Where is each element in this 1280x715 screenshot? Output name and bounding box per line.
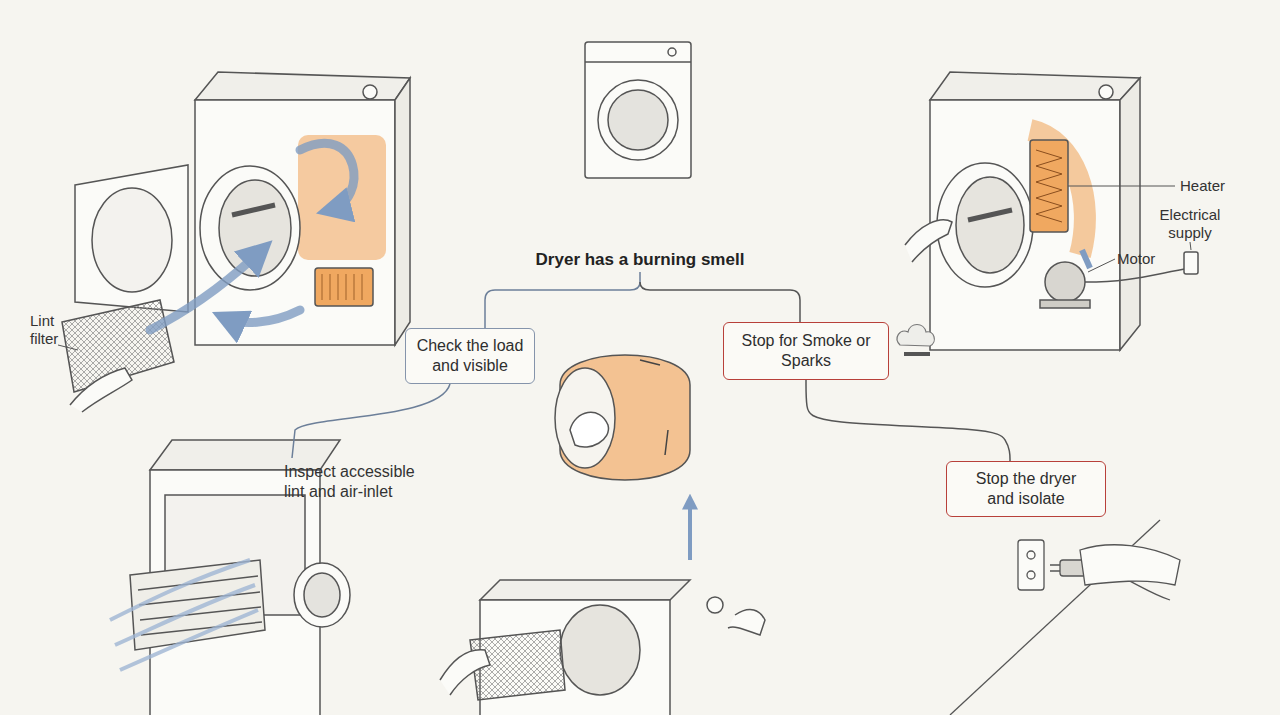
airflow-arrow (225, 310, 300, 323)
socket (1027, 571, 1035, 579)
plug-prongs (1050, 565, 1060, 571)
heater-fins (322, 274, 362, 300)
cabinet-front (930, 100, 1120, 350)
motor (1045, 262, 1085, 302)
cabinet-top (480, 580, 690, 600)
open-door (75, 165, 188, 312)
diagram-title: Dryer has a burning smell (440, 250, 840, 270)
door-opening (200, 166, 300, 290)
airflow-line (110, 560, 250, 620)
airflow-line (115, 585, 255, 645)
airflow-arrow (1082, 250, 1090, 268)
leader-line (1190, 242, 1191, 250)
cabinet-top (930, 72, 1140, 100)
branch-line (485, 272, 640, 328)
unplug-scene (950, 520, 1180, 715)
airflow-arrows (150, 143, 354, 330)
drum-baffle (232, 205, 275, 215)
smoke-icon (897, 325, 934, 357)
leader-line (1068, 186, 1175, 187)
node-text: Stop the dryer and isolate (966, 469, 1086, 509)
drum-baffle (968, 210, 1012, 220)
hand (905, 220, 952, 262)
branch-line (292, 384, 450, 458)
dryer-front-icon (585, 42, 691, 178)
control-knob (668, 48, 676, 56)
heater-coil (1036, 150, 1062, 222)
wall-outlet (1018, 540, 1044, 590)
airflow-arrow (688, 500, 692, 560)
step-note: Inspect accessible lint and air-inlet (284, 462, 434, 502)
airflow-line (120, 610, 258, 670)
wall-outlet (1184, 252, 1198, 274)
hot-air-zone (298, 135, 386, 260)
check-box: Check the load and visible (405, 328, 535, 384)
cabinet-top (195, 72, 410, 100)
control-knob (707, 597, 723, 613)
leader-line (1088, 259, 1115, 272)
heater-element (1030, 140, 1068, 232)
drum-check (440, 355, 765, 715)
hand (440, 650, 490, 695)
drum (956, 177, 1024, 273)
motor-mount (1040, 300, 1090, 308)
hand (728, 610, 765, 635)
connector-line (806, 380, 1010, 461)
warning-box: Stop the dryer and isolate (946, 461, 1106, 517)
cabinet-front (195, 100, 395, 345)
burner-bar (904, 352, 930, 356)
duct-opening (304, 573, 340, 617)
vent-inlet (130, 440, 350, 715)
smoke-cloud (897, 325, 934, 347)
socket (1027, 551, 1035, 559)
cabinet-side (395, 78, 410, 345)
leader-line (58, 345, 78, 350)
clothes (570, 412, 608, 447)
drum-opening (555, 368, 615, 468)
cabinet (585, 42, 691, 178)
part-label: Motor (1117, 250, 1177, 268)
hot-air-duct (1030, 130, 1085, 255)
hand (1080, 545, 1180, 585)
control-knob (1099, 85, 1113, 99)
hand (70, 368, 132, 412)
airflow-arrows (110, 560, 258, 670)
cabinet-side (1120, 78, 1140, 350)
warning-box: Stop for Smoke or Sparks (723, 322, 889, 380)
part-label: Electrical supply (1148, 206, 1232, 242)
control-knob (363, 85, 377, 99)
dryer-internals (905, 72, 1198, 350)
node-text: Stop for Smoke or Sparks (741, 331, 871, 371)
duct-collar (294, 563, 350, 627)
part-label: Heater (1180, 177, 1250, 195)
door-ring (598, 80, 678, 160)
airflow-arrow (300, 143, 354, 210)
power-cord (1085, 268, 1190, 282)
branch-line (640, 282, 800, 322)
door-glass (608, 90, 668, 150)
node-text: Check the load and visible (414, 336, 526, 376)
rotation-arrow (640, 360, 668, 455)
dryer-open-door (62, 72, 410, 412)
heater-element (315, 268, 373, 306)
door-opening (560, 605, 640, 695)
door-glass (92, 188, 172, 292)
part-label: Lint filter (30, 312, 80, 348)
control-strip (585, 61, 691, 63)
